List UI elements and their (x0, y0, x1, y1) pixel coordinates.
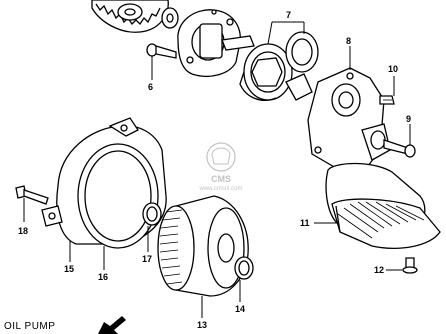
diagram-caption: OIL PUMP (4, 321, 55, 332)
callout-18: 18 (18, 226, 28, 236)
gasket (77, 143, 159, 249)
drive-gear (91, 0, 169, 33)
bolt-18 (15, 185, 49, 205)
callout-9: 9 (406, 114, 411, 124)
o-ring-14 (234, 256, 254, 280)
callout-16: 16 (98, 272, 108, 282)
screw-12 (402, 257, 418, 274)
callout-15: 15 (64, 264, 74, 274)
callout-7: 7 (286, 10, 291, 20)
small-washer (161, 7, 179, 29)
o-ring-17 (142, 202, 162, 226)
callout-13: 13 (197, 320, 207, 330)
callout-11: 11 (300, 218, 310, 228)
callout-12: 12 (374, 265, 384, 275)
pump-body (177, 9, 255, 77)
rotor-set (239, 31, 319, 101)
callout-6: 6 (148, 82, 153, 92)
callout-10: 10 (388, 64, 398, 74)
oil-filter (157, 195, 249, 297)
bolt-9 (383, 139, 416, 158)
front-arrow-icon (98, 316, 126, 334)
callout-14: 14 (235, 304, 245, 314)
callout-8: 8 (346, 36, 351, 46)
bolt-6 (146, 43, 177, 59)
cms-watermark: CMS www.cmsnl.com (198, 142, 243, 192)
watermark-subtext: www.cmsnl.com (198, 186, 242, 192)
watermark-text: CMS (211, 174, 231, 184)
oil-strainer (325, 162, 441, 249)
pump-case (307, 67, 391, 169)
callout-17: 17 (142, 254, 152, 264)
screw-10 (379, 95, 395, 105)
